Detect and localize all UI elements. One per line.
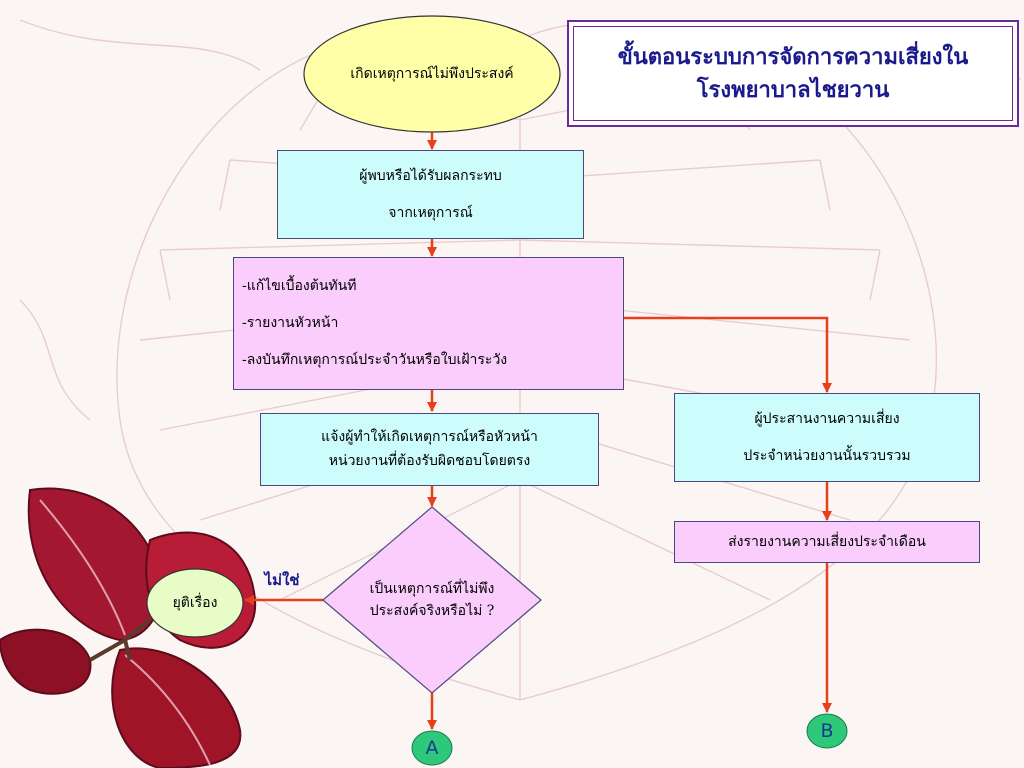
step3-box: แจ้งผู้ทำให้เกิดเหตุการณ์หรือหัวหน้า หน่… [260, 413, 599, 486]
coordinator-box: ผู้ประสานงานความเสี่ยง ประจำหน่วยงานนั้น… [674, 393, 980, 482]
title-line-1: ขั้นตอนระบบการจัดการความเสี่ยงใน [617, 43, 969, 70]
title-inner-frame: ขั้นตอนระบบการจัดการความเสี่ยงใน โรงพยาบ… [573, 26, 1013, 121]
connector-a-text: A [425, 737, 439, 759]
step1-line-2: จากเหตุการณ์ [388, 204, 473, 221]
step2-line-2: -รายงานหัวหน้า [242, 315, 339, 332]
monthly-report-box: ส่งรายงานความเสี่ยงประจำเดือน [674, 521, 980, 563]
connector-b-circle [806, 713, 848, 749]
step2-line-3: -ลงบันทึกเหตุการณ์ประจำวันหรือใบเฝ้าระวั… [242, 351, 508, 368]
step2-box: -แก้ไขเบื้องต้นทันที -รายงานหัวหน้า -ลงบ… [233, 257, 624, 390]
connector-b-text: B [820, 720, 834, 742]
start-label: เกิดเหตุการณ์ไม่พึงประสงค์ [304, 52, 560, 96]
title-box: ขั้นตอนระบบการจัดการความเสี่ยงใน โรงพยาบ… [567, 20, 1019, 127]
decision-label: เป็นเหตุการณ์ที่ไม่พึง ประสงค์จริงหรือไม… [340, 570, 524, 630]
connector-a-circle [411, 730, 453, 766]
title-line-2: โรงพยาบาลไชยวาน [696, 76, 890, 103]
no-branch-text: ไม่ใช่ [264, 571, 300, 589]
connector-a: A [412, 731, 452, 765]
step2-line-1: -แก้ไขเบื้องต้นทันที [242, 278, 357, 295]
step1-box: ผู้พบหรือได้รับผลกระทบ จากเหตุการณ์ [277, 150, 584, 239]
start-text: เกิดเหตุการณ์ไม่พึงประสงค์ [350, 65, 514, 82]
step1-line-1: ผู้พบหรือได้รับผลกระทบ [359, 167, 502, 184]
end-oval [146, 568, 244, 638]
monthly-report-text: ส่งรายงานความเสี่ยงประจำเดือน [728, 533, 926, 550]
no-branch-label: ไม่ใช่ [252, 568, 312, 592]
end-text: ยุติเรื่อง [172, 594, 218, 611]
coordinator-line-2: ประจำหน่วยงานนั้นรวบรวม [743, 447, 911, 464]
decision-line-2: ประสงค์จริงหรือไม่ ? [369, 603, 495, 619]
arrow-step2-to-coordinator [624, 316, 832, 393]
connector-b: B [807, 714, 847, 748]
step3-line-1: แจ้งผู้ทำให้เกิดเหตุการณ์หรือหัวหน้า [321, 428, 538, 445]
coordinator-line-1: ผู้ประสานงานความเสี่ยง [754, 410, 900, 427]
decision-line-1: เป็นเหตุการณ์ที่ไม่พึง [369, 580, 495, 597]
end-label: ยุติเรื่อง [147, 588, 243, 618]
step3-line-2: หน่วยงานที่ต้องรับผิดชอบโดยตรง [328, 452, 531, 469]
